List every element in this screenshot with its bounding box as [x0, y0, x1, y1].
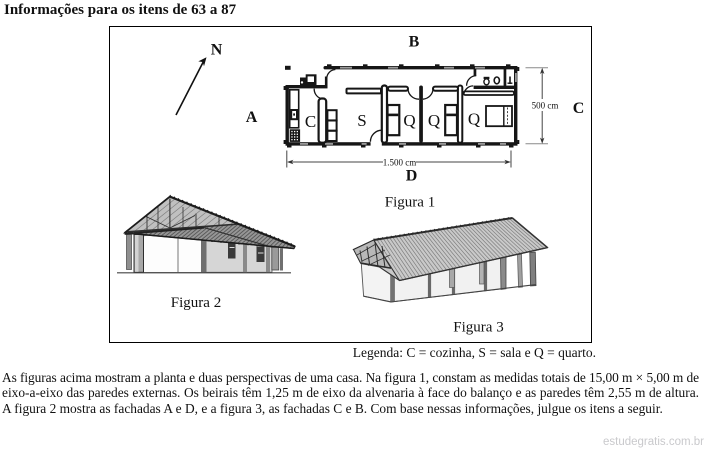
svg-text:Figura 1: Figura 1 [385, 195, 435, 211]
svg-text:500 cm: 500 cm [532, 101, 559, 111]
svg-text:C: C [305, 112, 316, 131]
svg-text:Figura 2: Figura 2 [171, 295, 221, 311]
svg-text:D: D [406, 168, 418, 185]
svg-text:S: S [357, 111, 366, 130]
svg-text:Q: Q [428, 111, 440, 130]
svg-text:A: A [246, 109, 258, 126]
svg-text:Figura 3: Figura 3 [453, 320, 503, 336]
svg-text:N: N [211, 42, 223, 59]
svg-text:C: C [573, 100, 585, 117]
svg-text:Q: Q [403, 111, 415, 130]
svg-text:Q: Q [468, 110, 480, 129]
svg-text:B: B [409, 34, 420, 51]
svg-text:1.500 cm: 1.500 cm [383, 158, 417, 168]
